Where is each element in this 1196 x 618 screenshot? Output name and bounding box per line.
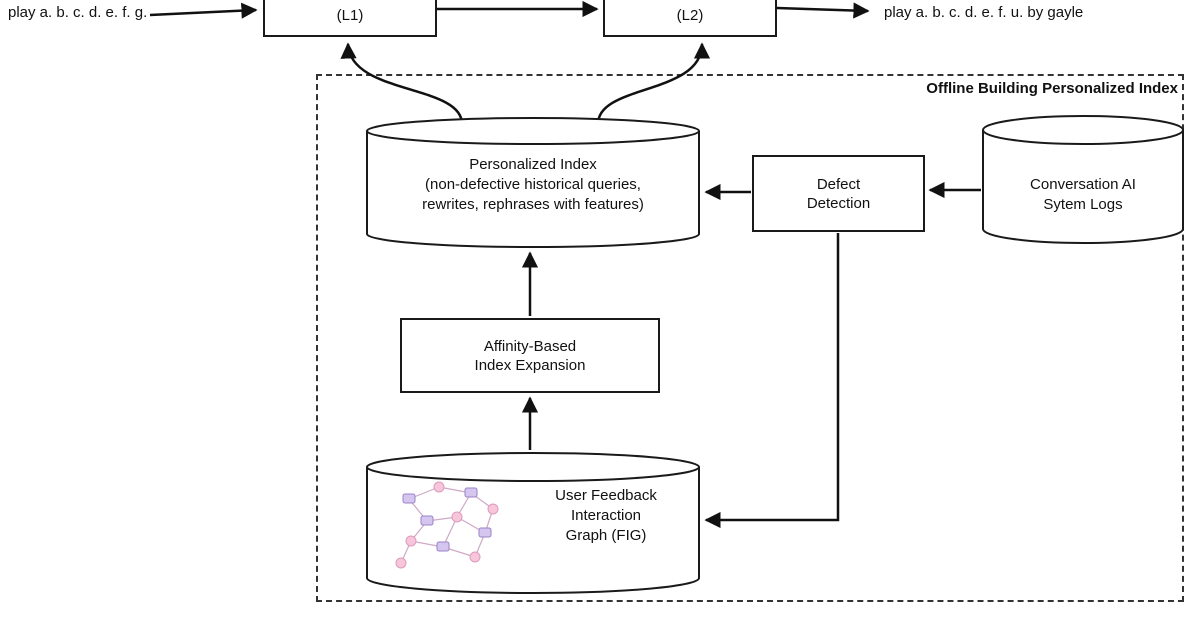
output-query-text: play a. b. c. d. e. f. u. by gayle bbox=[884, 4, 1084, 21]
defect-detection-line: Detection bbox=[806, 194, 871, 212]
conversation-logs-line: Sytem Logs bbox=[1043, 196, 1123, 213]
personalized-index-line: Personalized Index bbox=[469, 156, 597, 173]
conversation-logs-cylinder-shape bbox=[982, 115, 1184, 244]
fig-cylinder: User Feedback Interaction Graph (FIG) bbox=[366, 452, 700, 595]
personalized-index-line: (non-defective historical queries, bbox=[425, 176, 641, 193]
l2-box: (L2) bbox=[603, 0, 777, 37]
affinity-expansion-line: Index Expansion bbox=[474, 356, 586, 374]
personalized-index-cylinder: Personalized Index (non-defective histor… bbox=[366, 117, 700, 248]
graph-circle-nodes bbox=[395, 481, 499, 569]
personalized-index-cylinder-shape bbox=[366, 117, 700, 248]
arrow-index-to-l2 bbox=[596, 42, 711, 125]
personalized-index-line: rewrites, rephrases with features) bbox=[422, 196, 644, 213]
graph-square-nodes bbox=[402, 487, 492, 552]
conversation-logs-text: Conversation AI Sytem Logs bbox=[982, 115, 1184, 215]
conversation-logs-line: Conversation AI bbox=[1030, 176, 1136, 193]
defect-detection-box: Defect Detection bbox=[752, 155, 925, 232]
l1-label: (L1) bbox=[336, 7, 364, 24]
defect-detection-line: Defect bbox=[816, 175, 861, 193]
arrow-index-to-l1 bbox=[340, 42, 464, 125]
arrow-input-to-l1 bbox=[149, 2, 258, 19]
l1-box: (L1) bbox=[263, 0, 437, 37]
affinity-expansion-line: Affinity-Based bbox=[483, 337, 577, 355]
fig-cylinder-shape bbox=[366, 452, 700, 594]
fig-line: User Feedback bbox=[555, 487, 657, 504]
affinity-expansion-box: Affinity-Based Index Expansion bbox=[400, 318, 660, 393]
l2-label: (L2) bbox=[676, 7, 704, 24]
conversation-logs-cylinder: Conversation AI Sytem Logs bbox=[982, 115, 1184, 245]
offline-region-title: Offline Building Personalized Index bbox=[926, 80, 1178, 97]
fig-graph-illustration bbox=[395, 481, 499, 569]
fig-text: User Feedback Interaction Graph (FIG) bbox=[521, 486, 691, 546]
personalized-index-text: Personalized Index (non-defective histor… bbox=[366, 117, 700, 215]
fig-line: Interaction bbox=[570, 507, 642, 524]
arrow-l2-to-output bbox=[776, 2, 870, 19]
fig-line: Graph (FIG) bbox=[565, 527, 647, 544]
input-query-text: play a. b. c. d. e. f. g. bbox=[8, 4, 148, 21]
arrow-defect-to-fig bbox=[704, 233, 840, 529]
